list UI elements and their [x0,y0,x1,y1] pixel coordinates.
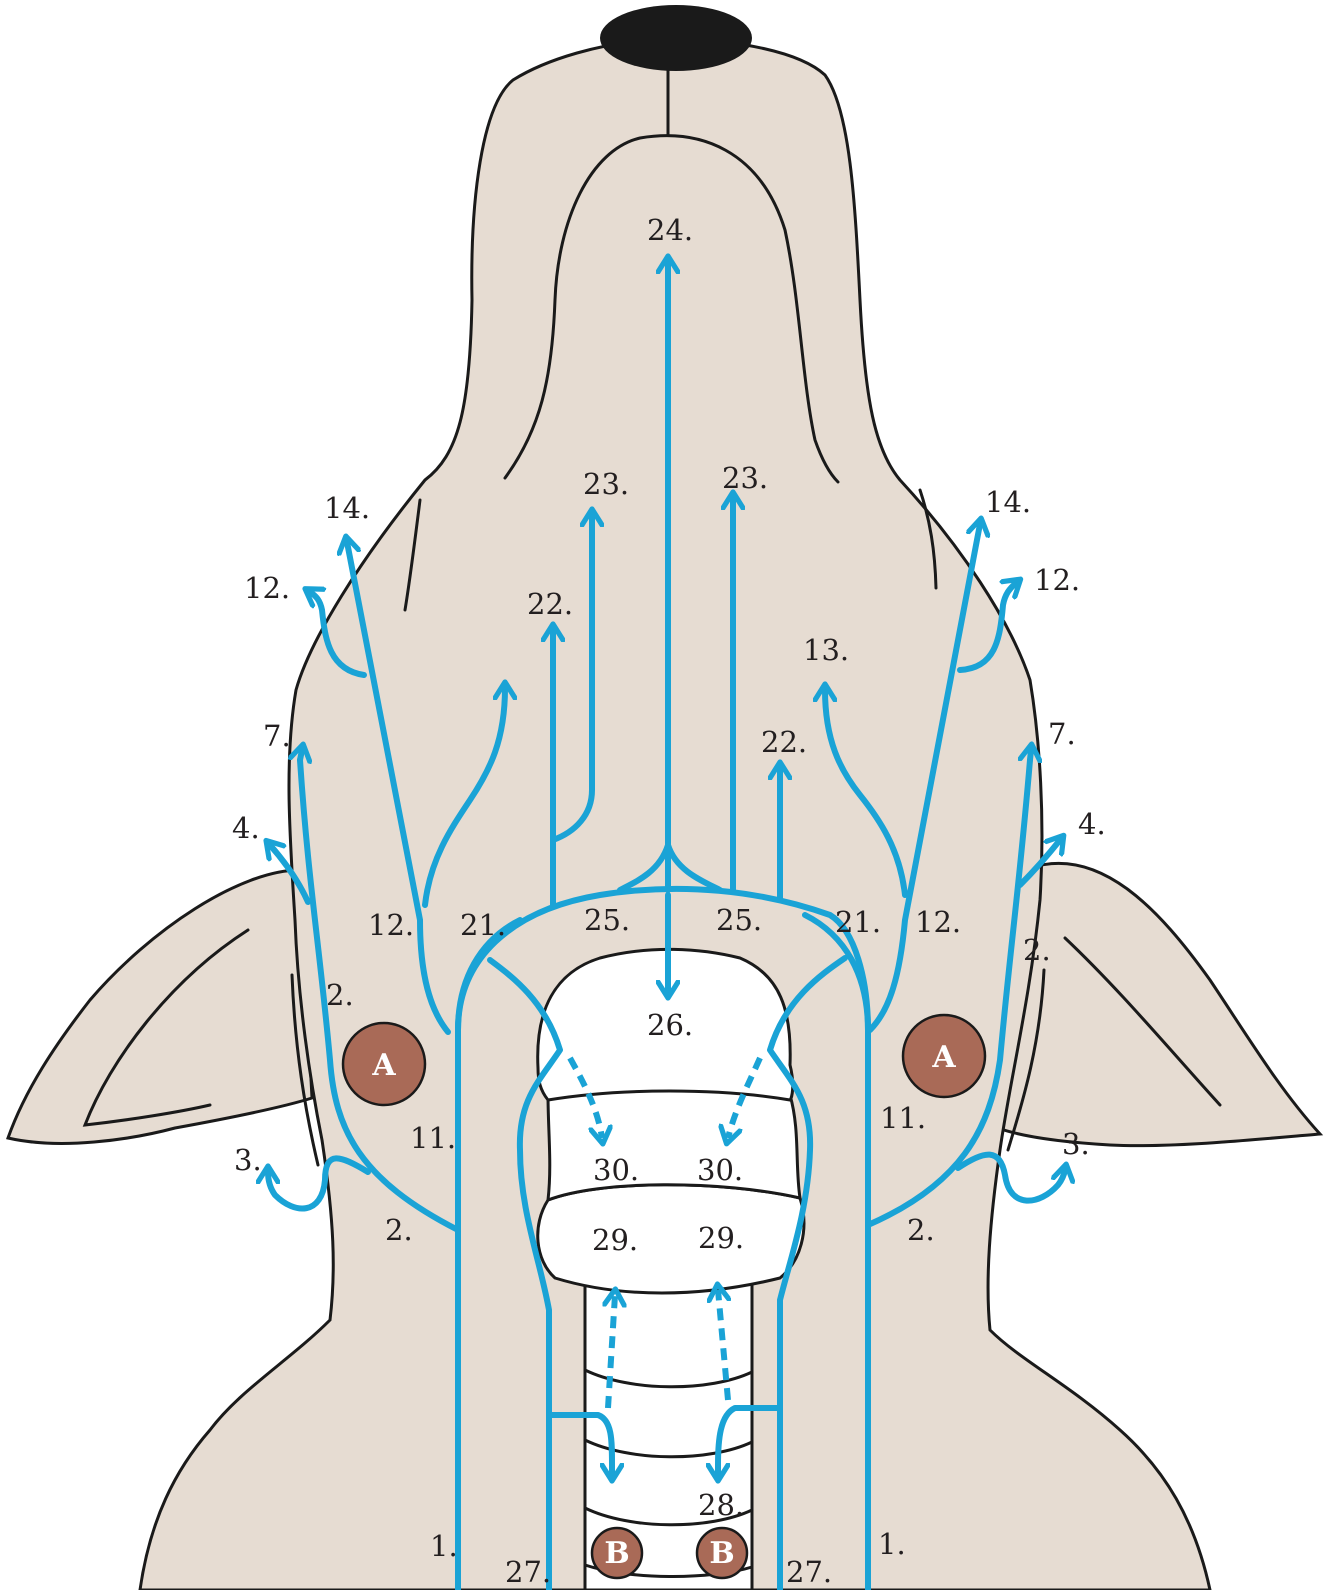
label-28: 28. [698,1488,744,1522]
vessel-11-left [297,757,461,1233]
vessel-11-right [865,757,1033,1228]
label-2-upper-right: 2. [1023,933,1051,967]
label-22-right: 22. [761,725,807,759]
vessel-27-left [487,957,563,1590]
vessel-4-left [270,845,311,905]
label-4-right: 4. [1078,807,1106,841]
label-2-upper-left: 2. [326,978,354,1012]
vessel-14-left [347,542,451,1035]
label-29-right: 29. [698,1221,744,1255]
label-26: 26. [647,1008,693,1042]
label-11-right: 11. [880,1101,926,1135]
vessel-23-left [550,515,592,843]
label-12-lower-right: 12. [915,905,961,939]
label-3-left: 3. [234,1143,262,1177]
cricoid-cartilage [536,1183,806,1295]
vessel-24-branch-left [617,842,671,893]
label-25-right: 25. [716,903,762,937]
vessel-4-right [1017,840,1060,888]
vessel-7-left [300,750,302,760]
node-b-right: B [695,1526,749,1580]
left-neck-fold [290,973,320,1167]
vessel-12-upper-left [310,592,367,678]
left-ear-inner [82,928,250,1127]
label-14-left: 14. [324,491,370,525]
label-23-right: 23. [722,461,768,495]
vessel-7-right [1030,750,1031,760]
right-neck-fold [1006,968,1046,1152]
label-21-right: 21. [835,905,881,939]
label-1-right: 1. [878,1527,906,1561]
right-crease-upper [918,488,938,590]
contour-lines [82,58,1222,1167]
label-21-left: 21. [460,908,506,942]
jaw-arch [503,134,840,484]
right-ear-inner [1063,936,1222,1107]
label-2-lower-left: 2. [385,1213,413,1247]
svg-text:B: B [604,1536,629,1571]
nose [600,5,752,71]
label-2-lower-right: 2. [907,1213,935,1247]
label-30-left: 30. [593,1153,639,1187]
vessel-14-right [867,524,980,1033]
svg-text:B: B [709,1536,734,1571]
node-a-left: A [341,1021,427,1107]
larynx-trachea [536,947,806,1590]
vessel-3-left [268,1155,371,1212]
label-7-right: 7. [1048,717,1076,751]
vessel-30-right [728,1056,763,1138]
label-3-right: 3. [1062,1127,1090,1161]
label-27-right: 27. [786,1555,832,1589]
label-12-upper-right: 12. [1034,563,1080,597]
label-30-right: 30. [697,1153,743,1187]
node-a-right: A [901,1013,987,1099]
label-11-left: 11. [410,1121,456,1155]
node-b-left: B [590,1526,644,1580]
label-29-left: 29. [592,1223,638,1257]
vessels [268,262,1065,1590]
vessel-21-left [422,688,505,908]
vessel-12-upper-right [957,583,1016,673]
label-27-left: 27. [505,1555,551,1589]
label-22-left: 22. [527,587,573,621]
label-23-left: 23. [583,467,629,501]
trachea-ring-1 [583,1368,754,1389]
vessel-25-arch [455,885,871,1033]
label-4-left: 4. [232,811,260,845]
svg-text:A: A [931,1040,956,1075]
svg-text:A: A [371,1048,396,1083]
label-12-upper-left: 12. [244,571,290,605]
vessel-30-left [567,1056,602,1138]
trachea-ring-3 [583,1506,754,1527]
vessel-28-left [546,1412,612,1475]
vessel-27-right [767,955,848,1590]
label-7-left: 7. [263,719,291,753]
label-25-left: 25. [584,903,630,937]
trachea-ring-2 [583,1438,754,1459]
left-crease-upper [403,498,422,612]
labels: 24. 23. 23. 14. 14. 12. 12. 22. 22. 13. … [232,213,1106,1589]
right-ear [996,861,1324,1148]
label-12-lower-left: 12. [368,908,414,942]
thyroid-cartilage [546,1082,802,1203]
vessel-13 [825,690,908,898]
vessel-24-branch-right [665,842,723,893]
epiglottis [536,947,795,1102]
label-24: 24. [647,213,693,247]
label-1-left: 1. [430,1529,458,1563]
label-13: 13. [803,633,849,667]
label-14-right: 14. [985,485,1031,519]
vessel-28-right [718,1405,783,1475]
vessel-3-right [955,1151,1065,1204]
